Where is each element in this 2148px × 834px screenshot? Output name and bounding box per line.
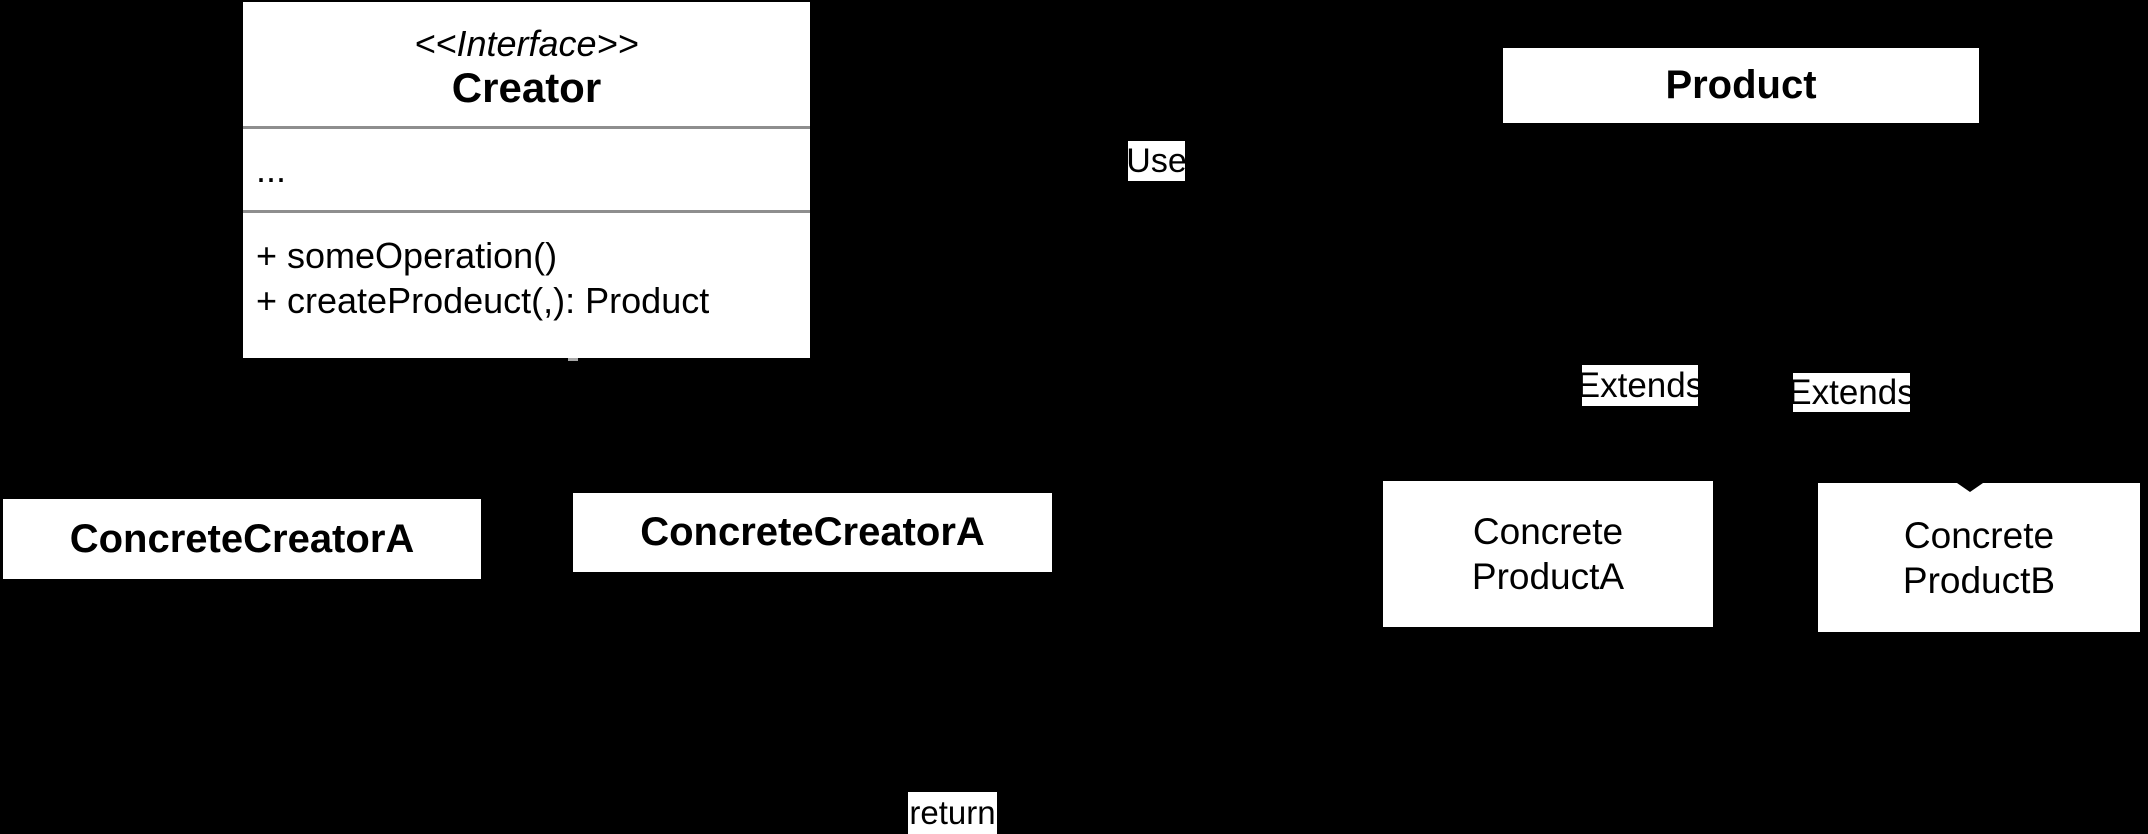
method-some-operation: + someOperation() — [256, 235, 558, 276]
extends-arrowhead-notch-icon — [1957, 483, 1983, 492]
compartment-divider — [243, 210, 810, 213]
method-create-product: + createProdeuct(,): Product — [256, 280, 710, 321]
creator-class-box: <<Interface>> Creator ... + someOperatio… — [243, 2, 810, 358]
creator-class-name: Creator — [451, 64, 602, 111]
use-edge-label: Use — [1126, 141, 1187, 181]
concrete-product-b-box: Concrete ProductB — [1818, 483, 2140, 632]
creator-attributes-compartment: ... — [243, 129, 810, 210]
concrete-product-name-line2: ProductA — [1471, 556, 1625, 597]
product-class-name: Product — [1665, 63, 1817, 107]
extends-label-text: Extends — [1576, 365, 1704, 405]
concrete-product-a-box: Concrete ProductA — [1383, 481, 1713, 627]
concrete-creator-a-box-right: ConcreteCreatorA — [573, 493, 1052, 572]
arrowhead-artifact — [568, 358, 578, 361]
concrete-product-name-line1: Concrete — [1472, 511, 1624, 552]
creator-methods-compartment: + someOperation() + createProdeuct(,): P… — [243, 213, 810, 323]
interface-stereotype-label: <<Interface>> — [414, 23, 639, 64]
return-edge-label: return — [908, 792, 997, 834]
creator-title-compartment: <<Interface>> Creator — [243, 2, 810, 126]
concrete-product-name-line2: ProductB — [1902, 559, 2056, 601]
compartment-divider — [243, 126, 810, 129]
return-label-text: return — [909, 794, 996, 831]
concrete-product-name-line1: Concrete — [1903, 514, 2055, 556]
concrete-creator-a-box-left: ConcreteCreatorA — [3, 499, 481, 579]
attributes-placeholder: ... — [256, 148, 287, 190]
extends-edge-label-left: Extends — [1577, 365, 1703, 406]
extends-label-text: Extends — [1788, 372, 1915, 412]
use-label-text: Use — [1126, 141, 1187, 180]
concrete-creator-name: ConcreteCreatorA — [640, 510, 985, 554]
product-class-box: Product — [1503, 48, 1979, 123]
extends-edge-label-right: Extends — [1788, 373, 1915, 412]
concrete-creator-name: ConcreteCreatorA — [69, 516, 415, 561]
